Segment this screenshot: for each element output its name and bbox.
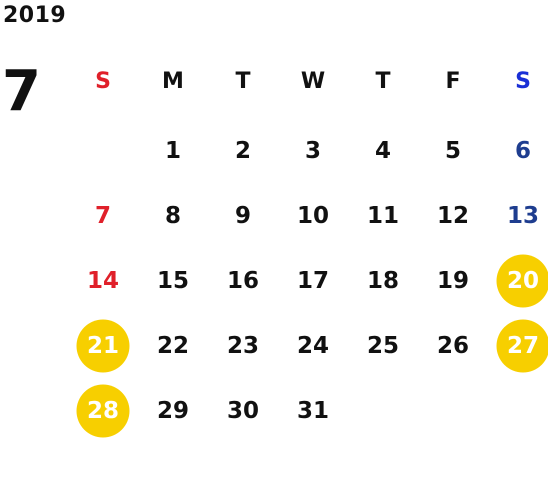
day-cell: 18 [366, 268, 399, 294]
day-cell: 11 [366, 203, 399, 229]
day-cell: 22 [156, 333, 189, 359]
weekday-wednesday: W [300, 68, 326, 94]
week-row-3: 14 15 16 17 18 19 20 [68, 256, 548, 306]
weekday-monday: M [162, 68, 184, 94]
day-cell: 23 [226, 333, 259, 359]
day-cell: 3 [304, 138, 321, 164]
week-row-2: 7 8 9 10 11 12 13 [68, 191, 548, 241]
day-cell [68, 126, 138, 176]
holiday-date-cell: 21 [68, 321, 138, 371]
day-cell: 2 [234, 138, 251, 164]
day-cell: 8 [164, 203, 181, 229]
day-cell: 10 [296, 203, 329, 229]
day-cell [348, 386, 418, 436]
day-cell: 6 [514, 138, 531, 164]
day-cell: 19 [436, 268, 469, 294]
weekday-sunday: S [95, 68, 111, 94]
month-number: 7 [2, 59, 41, 124]
day-cell: 17 [296, 268, 329, 294]
day-cell: 16 [226, 268, 259, 294]
day-cell: 15 [156, 268, 189, 294]
day-cell: 30 [226, 398, 259, 424]
day-cell: 31 [296, 398, 329, 424]
weekday-friday: F [445, 68, 461, 94]
weekday-saturday: S [515, 68, 531, 94]
day-cell: 24 [296, 333, 329, 359]
week-row-1: 1 2 3 4 5 6 [68, 126, 548, 176]
day-cell: 13 [506, 203, 539, 229]
day-cell: 12 [436, 203, 469, 229]
day-cell [418, 386, 488, 436]
week-row-4: 21 22 23 24 25 26 27 [68, 321, 548, 371]
weekday-header: S M T W T F S [68, 63, 548, 99]
holiday-date-cell: 28 [68, 386, 138, 436]
day-cell: 26 [436, 333, 469, 359]
holiday-date-cell: 27 [488, 321, 548, 371]
day-cell: 7 [94, 203, 111, 229]
day-cell: 5 [444, 138, 461, 164]
weekday-thursday: T [375, 68, 391, 94]
holiday-date-cell: 20 [488, 256, 548, 306]
day-cell: 29 [156, 398, 189, 424]
day-cell: 14 [86, 268, 119, 294]
day-cell: 25 [366, 333, 399, 359]
day-cell: 4 [374, 138, 391, 164]
week-row-5: 28 29 30 31 [68, 386, 548, 436]
weekday-tuesday: T [235, 68, 251, 94]
year-label: 2019 [3, 3, 67, 28]
day-cell: 9 [234, 203, 251, 229]
day-cell [488, 386, 548, 436]
day-cell: 1 [164, 138, 181, 164]
